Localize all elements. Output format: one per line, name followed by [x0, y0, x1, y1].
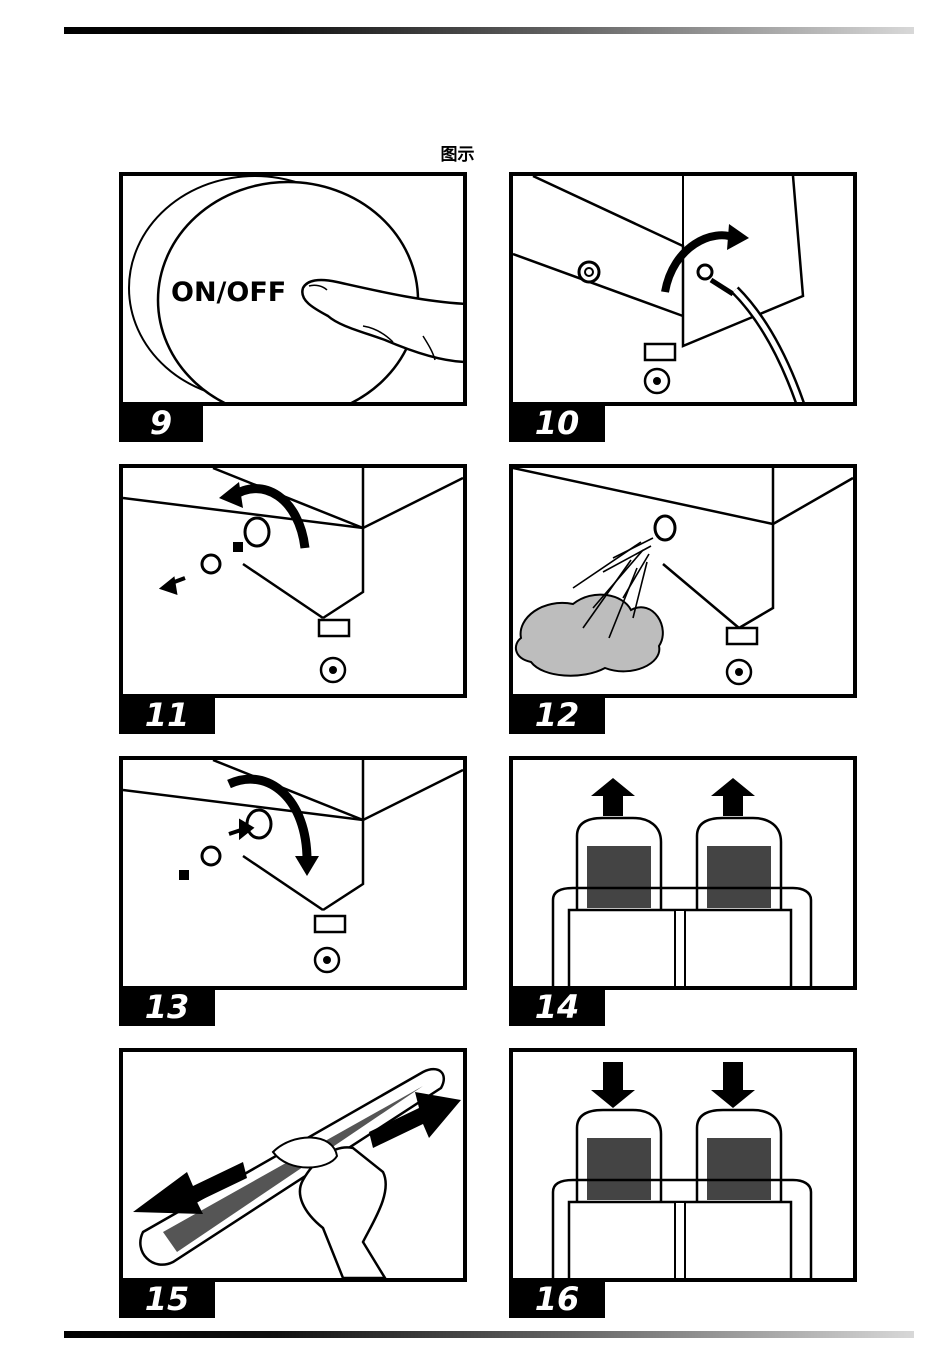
top-rule — [64, 27, 914, 34]
water-puddle-icon — [516, 595, 663, 676]
step-number-14: 14 — [509, 988, 605, 1026]
illustration-step-9: ON/OFF — [119, 172, 467, 406]
arrow-up-icon — [711, 778, 755, 816]
drain-hose-illustration — [513, 176, 853, 402]
step-number-12: 12 — [509, 696, 605, 734]
illustration-step-16 — [509, 1048, 857, 1282]
step-number-13: 13 — [119, 988, 215, 1026]
reinstall-filters-illustration — [513, 1052, 853, 1278]
illustration-step-15 — [119, 1048, 467, 1282]
plug-icon — [202, 847, 220, 865]
rotate-arrow-icon — [219, 482, 243, 508]
bottom-rule — [64, 1331, 914, 1338]
arrow-down-icon — [711, 1062, 755, 1108]
drain-outlet-icon — [655, 516, 675, 540]
illustration-step-10 — [509, 172, 857, 406]
remove-filters-illustration — [513, 760, 853, 986]
drain-cap-icon — [579, 262, 599, 282]
step-number-15: 15 — [119, 1280, 215, 1318]
remove-drain-cap-illustration — [123, 468, 463, 694]
arrow-up-icon — [591, 778, 635, 816]
step-number-11: 11 — [119, 696, 215, 734]
drain-water-illustration — [513, 468, 853, 694]
illustration-step-13 — [119, 756, 467, 990]
power-button-illustration: ON/OFF — [123, 176, 463, 402]
drain-cap-icon — [245, 518, 269, 546]
arrow-down-icon — [591, 1062, 635, 1108]
on-off-label: ON/OFF — [171, 277, 286, 308]
install-drain-cap-illustration — [123, 760, 463, 986]
step-number-16: 16 — [509, 1280, 605, 1318]
illustration-step-12 — [509, 464, 857, 698]
rotate-arrow-icon — [295, 856, 319, 876]
step-number-10: 10 — [509, 404, 605, 442]
illustration-step-14 — [509, 756, 857, 990]
plug-icon — [202, 555, 220, 573]
illustration-step-11 — [119, 464, 467, 698]
figure-heading: 图示 — [0, 140, 915, 165]
step-number-9: 9 — [119, 404, 203, 442]
clean-filter-illustration — [123, 1052, 463, 1278]
drain-cap-icon — [247, 810, 271, 838]
rotate-arrow-icon — [727, 224, 749, 250]
